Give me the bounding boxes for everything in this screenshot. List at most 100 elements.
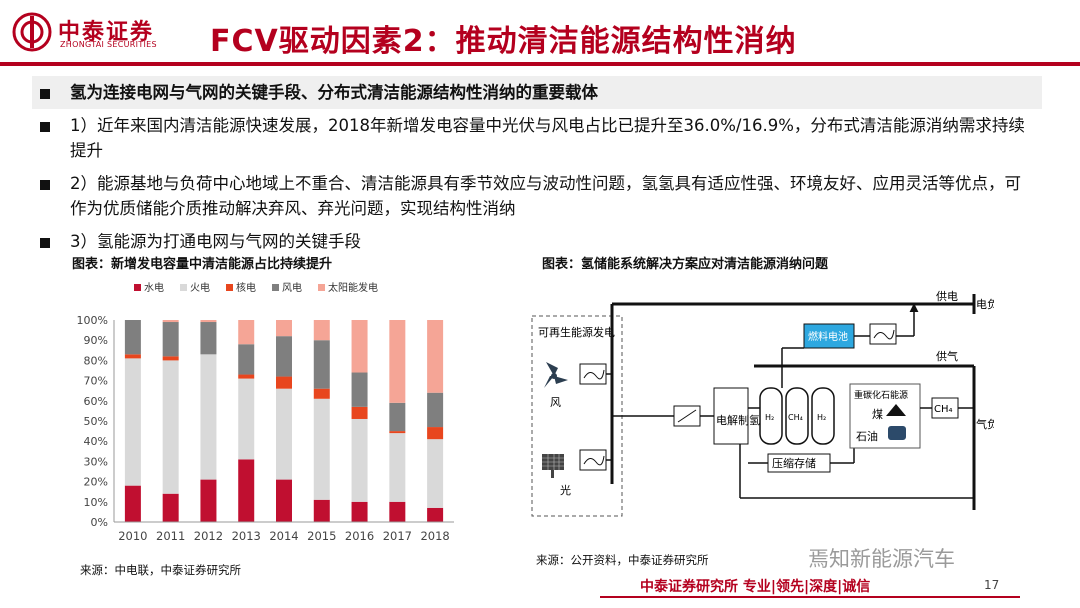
bar-segment [351, 320, 368, 373]
bar-segment [238, 459, 255, 522]
legend-swatch [226, 284, 233, 291]
bar-segment [427, 392, 444, 428]
oil-icon [888, 426, 906, 440]
bar-segment [162, 356, 179, 361]
bullet-square-icon [40, 89, 50, 99]
bar-segment [238, 378, 255, 460]
bar-segment [389, 402, 406, 432]
y-axis: 0%10%20%30%40%50%60%70%80%90%100% [77, 314, 115, 529]
bar-segment [162, 320, 179, 323]
bar-segment [313, 398, 330, 500]
y-tick-label: 40% [84, 435, 108, 448]
bullet-text: 1）近年来国内清洁能源快速发展，2018年新增发电容量中光伏与风电占比已提升至3… [70, 116, 1025, 160]
bar-segment [238, 320, 255, 345]
bar-segment [389, 433, 406, 502]
bullet-item: 2）能源基地与负荷中心地域上不重合、清洁能源具有季节效应与波动性问题，氢氢具有适… [32, 167, 1042, 225]
bar-segment [276, 320, 292, 337]
y-tick-label: 80% [84, 354, 108, 367]
bar-segment [351, 418, 368, 502]
chart-source: 来源：中电联，中泰证券研究所 [80, 563, 241, 577]
electrolyzer-box [713, 387, 749, 445]
coal-icon [886, 404, 906, 416]
tank-label: H₂ [765, 413, 774, 422]
storage-tanks: H₂ CH₄ H₂ [759, 387, 835, 445]
supply-power-label: 供电 [936, 289, 958, 303]
bullet-square-icon [40, 238, 50, 248]
bar-segment [162, 322, 179, 357]
y-tick-label: 10% [84, 496, 108, 509]
bar-segment [162, 360, 179, 494]
legend-swatch [180, 284, 187, 291]
bar-segment [124, 358, 141, 486]
y-tick-label: 20% [84, 476, 108, 489]
coal-label: 煤 [872, 408, 883, 421]
x-tick-label: 2014 [269, 529, 298, 543]
ch4-label: CH₄ [934, 404, 953, 415]
bar-segment [200, 354, 217, 480]
tank-label: CH₄ [788, 413, 803, 422]
legend-label: 太阳能发电 [328, 281, 378, 294]
bullet-list: 氢为连接电网与气网的关键手段、分布式清洁能源结构性消纳的重要载体 1）近年来国内… [32, 76, 1042, 258]
bar-segment [200, 322, 217, 355]
bar-group [124, 320, 444, 522]
legend-swatch [318, 284, 325, 291]
x-tick-label: 2015 [307, 529, 336, 543]
bullet-square-icon [40, 122, 50, 132]
solar-panel-icon [542, 454, 564, 478]
bar-segment [427, 320, 444, 393]
y-tick-label: 70% [84, 375, 108, 388]
x-tick-label: 2013 [232, 529, 261, 543]
bar-segment [427, 507, 444, 522]
legend-label: 水电 [144, 281, 164, 294]
legend-swatch [272, 284, 279, 291]
compression-label: 压缩存储 [772, 456, 816, 470]
bar-segment [238, 374, 255, 379]
bar-segment [351, 501, 368, 522]
bar-segment [313, 340, 330, 389]
supply-gas-label: 供气 [936, 349, 958, 363]
wind-inverter [579, 363, 607, 385]
bar-segment [124, 354, 141, 359]
tank-label: H₂ [817, 413, 826, 422]
wind-turbine-icon [544, 362, 568, 388]
bar-segment [200, 320, 217, 323]
bullet-item: 3）氢能源为打通电网与气网的关键手段 [32, 225, 1042, 258]
x-tick-label: 2010 [118, 529, 147, 543]
x-tick-label: 2016 [345, 529, 374, 543]
bar-segment [389, 501, 406, 522]
x-tick-label: 2017 [383, 529, 412, 543]
chart-caption: 图表：新增发电容量中清洁能源占比持续提升 [72, 257, 333, 272]
oil-label: 石油 [856, 429, 878, 443]
wind-label: 风 [550, 396, 561, 409]
renewable-box [531, 315, 623, 517]
bar-segment [124, 320, 141, 355]
diagram-caption: 图表：氢储能系统解决方案应对清洁能源消纳问题 [542, 257, 829, 272]
electrolyzer-label: 电解制氢 [716, 413, 760, 427]
bullet-text: 2）能源基地与负荷中心地域上不重合、清洁能源具有季节效应与波动性问题，氢氢具有适… [70, 174, 1021, 218]
bullet-square-icon [40, 180, 50, 190]
hydrogen-storage-diagram: 可再生能源发电 风 光 供电 电负荷 供气 气负荷 电解制氢 燃料电池 [531, 289, 994, 517]
x-tick-label: 2011 [156, 529, 185, 543]
bar-segment [238, 344, 255, 375]
y-tick-label: 100% [77, 314, 108, 327]
bar-segment [389, 431, 406, 434]
bar-segment [427, 439, 444, 508]
bar-segment [276, 388, 292, 480]
bar-segment [276, 336, 292, 377]
bullet-item: 氢为连接电网与气网的关键手段、分布式清洁能源结构性消纳的重要载体 [32, 76, 1042, 109]
y-tick-label: 30% [84, 455, 108, 468]
diagram-source: 来源：公开资料，中泰证券研究所 [536, 553, 709, 567]
solar-inverter [579, 449, 607, 471]
chart-legend: 水电火电核电风电太阳能发电 [134, 281, 378, 294]
renewable-label: 可再生能源发电 [538, 325, 615, 339]
gas-load-label: 气负荷 [976, 417, 994, 431]
bar-segment [389, 320, 406, 403]
page-title: FCV驱动因素2：推动清洁能源结构性消纳 [210, 24, 797, 59]
y-tick-label: 90% [84, 334, 108, 347]
x-tick-label: 2012 [194, 529, 223, 543]
legend-label: 核电 [236, 281, 256, 294]
logo-text: 中泰证券 [58, 20, 155, 45]
y-tick-label: 0% [91, 516, 108, 529]
fossil-box [849, 383, 921, 449]
bar-segment [313, 499, 330, 522]
